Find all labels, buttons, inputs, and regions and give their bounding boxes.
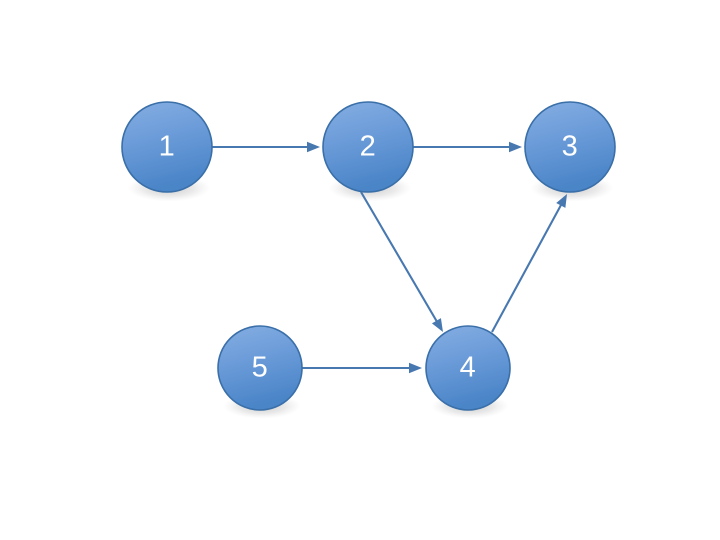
node-1[interactable]: 1 xyxy=(121,101,213,193)
node-circle xyxy=(524,101,616,193)
edge-layer xyxy=(212,141,567,374)
node-circle xyxy=(121,101,213,193)
edge-2-to-3[interactable] xyxy=(413,141,522,153)
node-layer: 1 2 3 4 5 xyxy=(121,101,616,411)
node-label: 1 xyxy=(159,131,176,163)
node-circle xyxy=(425,325,511,411)
node-label: 3 xyxy=(562,131,579,163)
arrow-head-icon xyxy=(307,141,320,153)
arrow-head-icon xyxy=(431,318,443,332)
node-3[interactable]: 3 xyxy=(524,101,616,193)
node-shadow-layer xyxy=(127,174,614,419)
node-label: 4 xyxy=(460,352,477,384)
arrow-head-icon xyxy=(556,194,567,208)
node-label: 5 xyxy=(252,352,269,384)
node-5[interactable]: 5 xyxy=(217,325,303,411)
edge-4-to-3[interactable] xyxy=(491,194,567,333)
node-2[interactable]: 2 xyxy=(322,101,414,193)
edge-5-to-4[interactable] xyxy=(302,362,422,374)
node-circle xyxy=(217,325,303,411)
node-label: 2 xyxy=(360,131,377,163)
arrow-head-icon xyxy=(409,362,422,374)
node-circle xyxy=(322,101,414,193)
node-4[interactable]: 4 xyxy=(425,325,511,411)
edge-1-to-2[interactable] xyxy=(212,141,320,153)
edge-2-to-4[interactable] xyxy=(360,191,443,332)
edge-line xyxy=(360,191,439,324)
edge-line xyxy=(491,202,564,333)
arrow-head-icon xyxy=(509,141,522,153)
